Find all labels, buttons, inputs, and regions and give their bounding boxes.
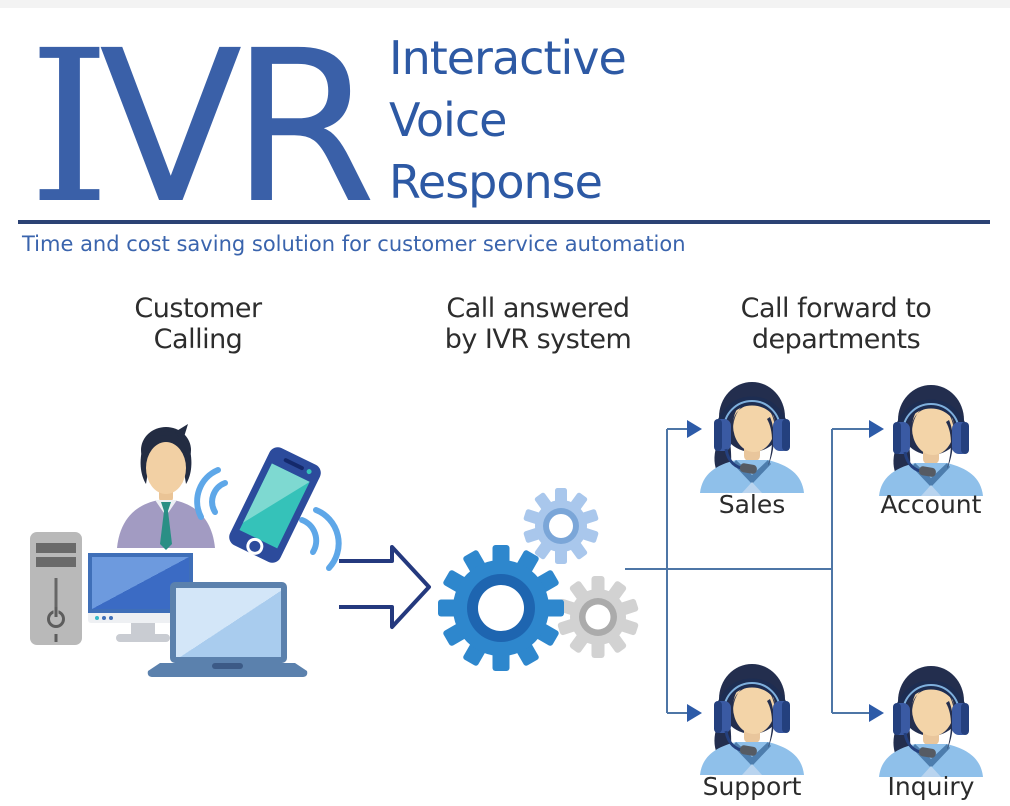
sound-waves-icon	[194, 467, 342, 571]
expansion-line-1: Interactive	[389, 31, 627, 85]
dept-label-inquiry: Inquiry	[887, 772, 975, 801]
support-agent-icon-account	[879, 385, 983, 496]
gears-icon	[438, 488, 639, 671]
stage-heading-ivr-line2: by IVR system	[444, 324, 632, 355]
stage-heading-customer-line1: Customer	[134, 293, 262, 324]
arrow-right-outline-icon	[339, 545, 431, 629]
support-agent-icon-sales	[700, 382, 804, 493]
divider-rule	[18, 220, 990, 224]
expansion-line-2: Voice	[389, 93, 507, 147]
support-agent-icon-support	[700, 664, 804, 775]
stage-heading-ivr-line1: Call answered	[446, 293, 630, 324]
support-agent-icon-inquiry	[879, 666, 983, 777]
wordmark-letter-i: I	[28, 5, 111, 250]
stage-heading-customer-line2: Calling	[153, 324, 243, 355]
top-edge-band	[0, 0, 1010, 8]
dept-label-account: Account	[880, 490, 982, 519]
stage-heading-ivr-system: Call answered by IVR system	[408, 293, 668, 355]
arrowhead-right-icon	[687, 420, 884, 722]
gear-gray-icon	[557, 576, 639, 658]
desktop-tower-icon	[30, 532, 82, 645]
dept-label-support: Support	[702, 772, 802, 801]
dept-label-sales: Sales	[718, 490, 786, 519]
ivr-wordmark: IVR	[28, 23, 377, 233]
gear-light-blue-icon	[523, 488, 599, 564]
expansion-line-3: Response	[389, 155, 603, 209]
branch-lines	[625, 428, 869, 714]
laptop-icon	[147, 582, 308, 677]
gear-blue-icon	[438, 545, 564, 671]
stage-heading-customer: Customer Calling	[68, 293, 328, 355]
monitor-icon	[88, 553, 193, 642]
customer-devices-icon	[30, 424, 342, 677]
person-icon	[117, 424, 215, 550]
wordmark-expansion: Interactive Voice Response	[389, 27, 627, 213]
smartphone-icon	[229, 447, 321, 563]
stage-heading-departments-line2: departments	[751, 324, 921, 355]
wordmark-letters-vr: VR	[98, 5, 377, 250]
stage-heading-departments: Call forward to departments	[706, 293, 966, 355]
stage-heading-departments-line1: Call forward to	[740, 293, 932, 324]
tagline: Time and cost saving solution for custom…	[22, 232, 686, 256]
